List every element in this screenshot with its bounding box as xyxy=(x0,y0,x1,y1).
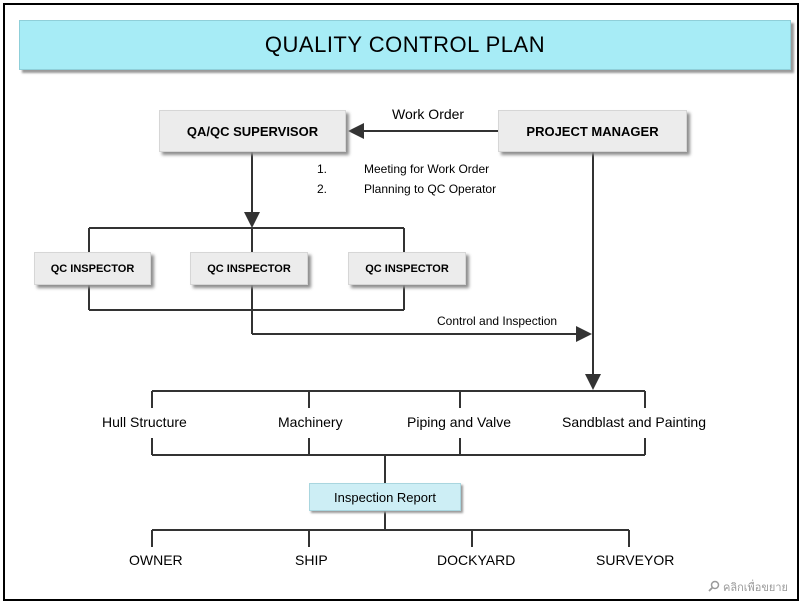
work-order-label: Work Order xyxy=(392,106,465,122)
category-sandblast-painting: Sandblast and Painting xyxy=(562,414,706,430)
category-piping-valve: Piping and Valve xyxy=(407,414,512,430)
outer-frame xyxy=(3,3,799,601)
qc-inspector-box-1: QC INSPECTOR xyxy=(34,252,151,285)
watermark-text: คลิกเพื่อขยาย xyxy=(723,582,788,594)
recipient-ship: SHIP xyxy=(295,552,328,568)
recipient-owner: OWNER xyxy=(129,552,183,568)
inspection-report-box: Inspection Report xyxy=(309,483,461,511)
step-1-text: Meeting for Work Order xyxy=(364,162,490,176)
category-hull-structure: Hull Structure xyxy=(102,414,187,430)
recipient-surveyor: SURVEYOR xyxy=(596,552,675,568)
step-1-number: 1. xyxy=(317,162,328,176)
enlarge-watermark[interactable]: คลิกเพื่อขยาย xyxy=(708,578,788,596)
qc-inspector-box-2: QC INSPECTOR xyxy=(190,252,308,285)
category-machinery: Machinery xyxy=(278,414,343,430)
page-title: QUALITY CONTROL PLAN xyxy=(19,20,791,70)
project-manager-box: PROJECT MANAGER xyxy=(498,110,687,152)
recipient-dockyard: DOCKYARD xyxy=(437,552,516,568)
step-2-number: 2. xyxy=(317,182,328,196)
control-inspection-label: Control and Inspection xyxy=(437,314,558,328)
qa-qc-supervisor-box: QA/QC SUPERVISOR xyxy=(159,110,346,152)
qc-inspector-box-3: QC INSPECTOR xyxy=(348,252,466,285)
magnifier-icon xyxy=(708,580,720,595)
step-2-text: Planning to QC Operator xyxy=(364,182,497,196)
